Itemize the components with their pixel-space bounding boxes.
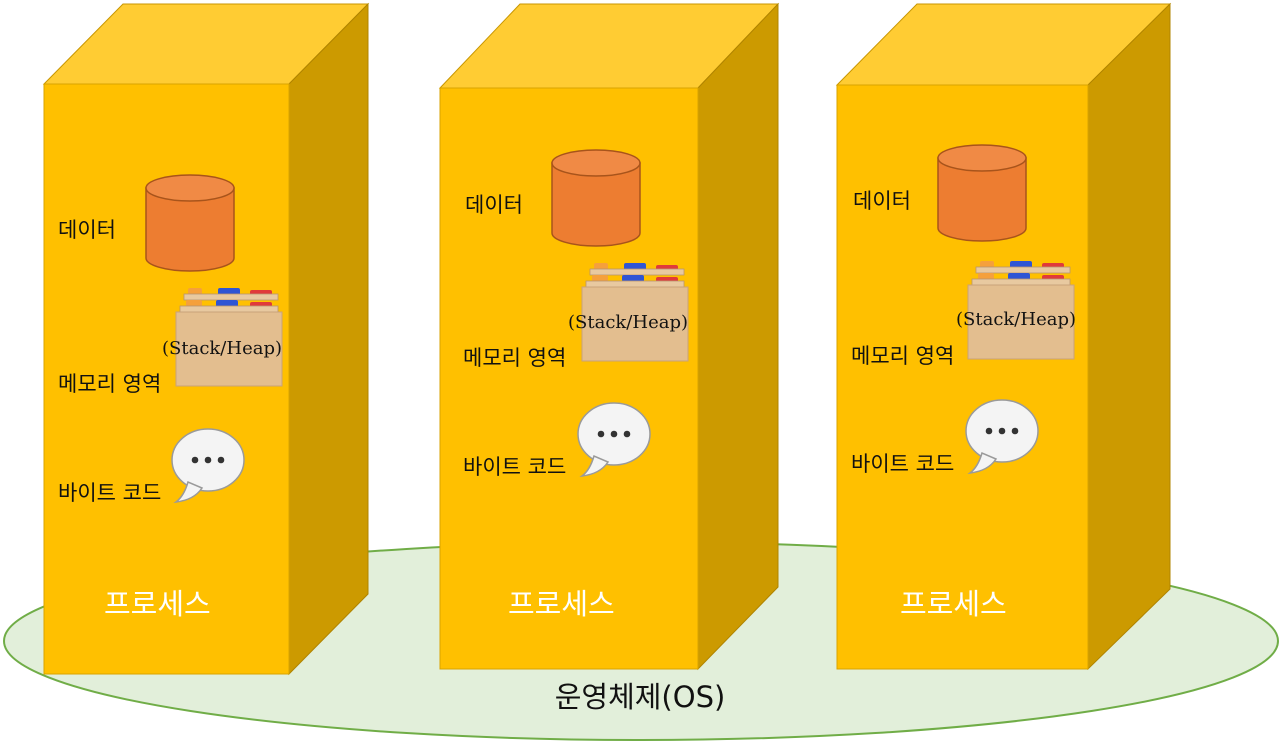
speech-bubble-icon — [577, 402, 651, 478]
memory-detail-label: (Stack/Heap) — [162, 338, 282, 359]
process-box-1 — [42, 2, 370, 676]
process-box-side — [288, 2, 369, 676]
speech-bubble-icon — [171, 428, 245, 504]
database-cylinder-icon — [145, 174, 235, 272]
bytecode-label: 바이트 코드 — [463, 455, 567, 479]
memory-label: 메모리 영역 — [851, 344, 955, 368]
data-label: 데이터 — [853, 189, 911, 213]
memory-detail-label: (Stack/Heap) — [956, 309, 1076, 330]
memory-label: 메모리 영역 — [463, 346, 567, 370]
data-label: 데이터 — [58, 218, 116, 242]
database-cylinder-icon — [551, 149, 641, 247]
process-title: 프로세스 — [900, 587, 1007, 621]
memory-label: 메모리 영역 — [58, 372, 162, 396]
process-title: 프로세스 — [104, 587, 211, 621]
bytecode-label: 바이트 코드 — [851, 452, 955, 476]
file-box-icon — [581, 263, 689, 362]
database-cylinder-icon — [937, 144, 1027, 242]
process-box-2 — [438, 2, 780, 671]
file-box-icon — [175, 288, 283, 387]
file-box-icon — [967, 261, 1075, 360]
process-box-side — [697, 2, 779, 671]
process-box-side — [1087, 2, 1171, 671]
speech-bubble-icon — [965, 399, 1039, 475]
process-title: 프로세스 — [508, 587, 615, 621]
bytecode-label: 바이트 코드 — [58, 481, 162, 505]
os-label: 운영체제(OS) — [554, 680, 726, 714]
memory-detail-label: (Stack/Heap) — [568, 312, 688, 333]
data-label: 데이터 — [465, 193, 523, 217]
